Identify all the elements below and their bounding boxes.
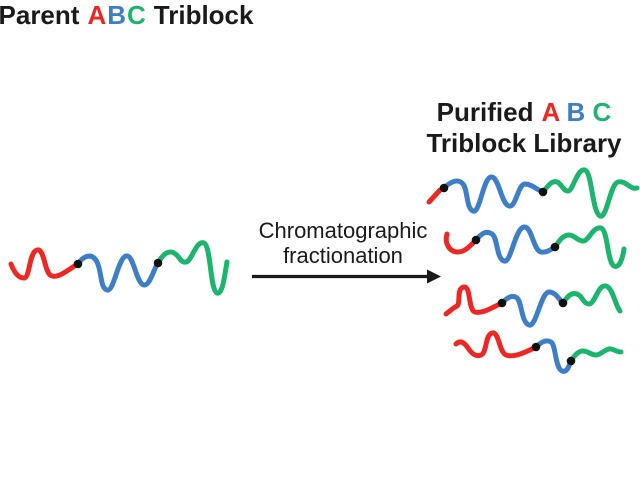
chain4-junction-dot <box>531 342 541 352</box>
library-chain-3 <box>443 283 623 328</box>
parent-junction-dot <box>153 258 163 268</box>
purified-title-line2: Triblock Library <box>426 128 622 158</box>
parent-chain <box>8 240 230 296</box>
block-a-letter: A <box>541 97 560 127</box>
block-c-letter: C <box>592 97 612 127</box>
chain1-block-b-path <box>441 174 546 214</box>
purified-library-title: Purified A B C Triblock Library <box>408 97 640 159</box>
chain2-junction-dot <box>471 235 481 245</box>
process-label-line2: fractionation <box>283 243 403 268</box>
purified-title-abc: A B C <box>541 97 611 128</box>
process-label-line1: Chromatographic <box>258 218 428 243</box>
library-chain-1 <box>426 167 640 219</box>
parent-junction-dot <box>73 259 83 269</box>
process-label: Chromatographic fractionation <box>243 218 443 268</box>
parent-title-abc: A B C <box>87 0 145 30</box>
chain3-block-b-path <box>499 289 566 328</box>
parent-block-a-path <box>8 247 81 281</box>
chain2-block-a-path <box>443 231 479 255</box>
parent-title-word2: Triblock <box>153 0 254 30</box>
chain3-junction-dot <box>558 298 568 308</box>
block-c-letter: C <box>127 0 146 30</box>
purified-title-line1: Purified A B C <box>408 97 640 128</box>
chain2-block-c-path <box>552 225 627 269</box>
parent-title-word: Parent <box>0 0 80 30</box>
chain1-junction-dot <box>538 187 548 197</box>
process-arrow-head <box>427 269 441 284</box>
chain2-junction-dot <box>550 242 560 252</box>
chain1-block-c-path <box>540 167 640 219</box>
library-chain-2 <box>443 224 627 269</box>
library-chain-4 <box>453 330 624 374</box>
chain4-block-a-path <box>453 330 539 359</box>
parent-block-b-path <box>75 253 161 293</box>
chain3-block-a-path <box>443 284 505 317</box>
chain3-block-c-path <box>560 283 623 314</box>
chain4-block-b-path <box>533 338 574 374</box>
chain2-block-b-path <box>473 224 558 264</box>
chain3-junction-dot <box>497 298 507 308</box>
parent-block-c-path <box>155 240 230 296</box>
chain4-block-c-path <box>568 346 624 364</box>
purified-title-word: Purified <box>436 97 534 127</box>
block-b-letter: B <box>107 0 126 30</box>
chain1-block-a-path <box>426 187 443 205</box>
block-a-letter: A <box>87 0 107 30</box>
chain4-junction-dot <box>566 356 576 366</box>
parent-triblock-title: Parent A B C Triblock <box>0 0 254 30</box>
chain1-junction-dot <box>439 183 449 193</box>
block-b-letter: B <box>566 97 586 127</box>
